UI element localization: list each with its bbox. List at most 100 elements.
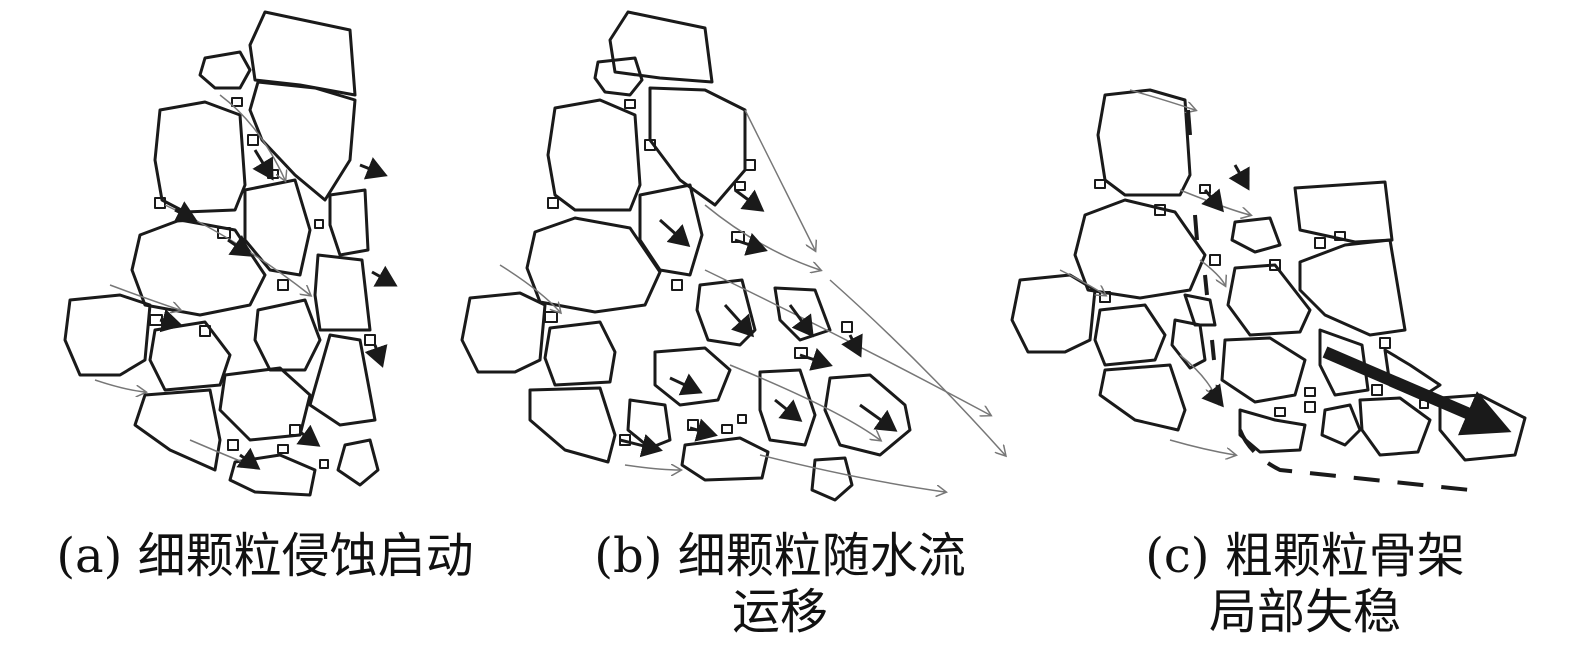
fine-particle	[277, 279, 289, 291]
fine-particle	[624, 99, 636, 109]
coarse-particle	[1096, 88, 1192, 197]
flow-line	[624, 465, 680, 470]
flow-line	[759, 454, 945, 492]
flow-line	[744, 109, 815, 250]
coarse-particle	[1073, 198, 1207, 300]
coarse-particle	[648, 86, 747, 207]
movement-arrow	[619, 433, 663, 458]
fine-particle	[737, 414, 747, 424]
coarse-particle	[695, 278, 757, 347]
flow-line	[499, 264, 560, 312]
movement-arrow	[371, 265, 398, 287]
coarse-particle	[1230, 216, 1282, 254]
coarse-particle	[1220, 336, 1307, 404]
coarse-particle	[1226, 263, 1312, 337]
caption-line: (c) 粗颗粒骨架	[1145, 528, 1465, 584]
fine-particle	[794, 347, 808, 359]
flow-line	[219, 94, 285, 180]
fine-particle	[1269, 259, 1281, 271]
coarse-particle	[1010, 273, 1097, 354]
coarse-particle	[773, 286, 832, 342]
fine-particle	[154, 197, 166, 209]
movement-arrow	[364, 344, 388, 368]
coarse-particle	[228, 453, 317, 497]
movement-arrow	[774, 398, 803, 422]
particle-diagram	[63, 10, 1527, 502]
caption-panel-b: (b) 细颗粒随水流 运移	[560, 528, 1000, 640]
movement-arrow	[236, 447, 261, 470]
coarse-particle	[608, 10, 714, 84]
panel-c-diagram	[1010, 88, 1527, 492]
movement-arrow	[159, 308, 183, 333]
fine-particle	[247, 134, 259, 146]
movement-arrow	[1228, 164, 1250, 191]
fine-particle	[721, 424, 733, 434]
movement-arrow	[1201, 383, 1224, 408]
flow-line	[1129, 89, 1195, 110]
failure-boundary	[1238, 429, 1471, 492]
movement-arrow	[788, 304, 814, 338]
fine-particle	[1094, 179, 1106, 189]
coarse-particle	[1320, 403, 1362, 447]
fine-particle	[1304, 387, 1316, 397]
flow-line	[729, 364, 880, 440]
coarse-particle	[198, 50, 252, 90]
coarse-particle	[546, 98, 642, 212]
coarse-particle	[1298, 238, 1407, 337]
fine-particle	[1304, 401, 1316, 413]
fine-particle	[289, 424, 301, 436]
fine-particle	[1334, 231, 1346, 241]
coarse-particle	[313, 253, 372, 332]
fine-particle	[364, 334, 376, 346]
coarse-particle	[63, 293, 152, 377]
coarse-particle	[680, 436, 770, 482]
caption-line: (b) 细颗粒随水流	[594, 528, 966, 584]
coarse-particle	[810, 456, 854, 502]
fine-particle	[1154, 204, 1166, 216]
coarse-particle	[1318, 328, 1370, 397]
coarse-particle	[653, 346, 732, 407]
failure-line	[1193, 214, 1199, 241]
coarse-particle	[460, 291, 547, 374]
coarse-particle	[638, 183, 704, 277]
caption-line: 局部失稳	[1208, 584, 1401, 640]
movement-arrow	[799, 347, 833, 371]
coarse-particle	[336, 438, 380, 487]
fine-particle	[1209, 254, 1221, 266]
coarse-particle	[1098, 363, 1187, 432]
coarse-particle	[133, 388, 222, 472]
coarse-particle	[1183, 293, 1217, 327]
movement-arrow	[227, 234, 253, 257]
caption-panel-c: (c) 粗颗粒骨架 局部失稳	[1110, 528, 1500, 640]
movement-arrow	[734, 232, 768, 256]
movement-arrow	[659, 218, 691, 247]
coarse-particle	[626, 398, 672, 450]
movement-arrow	[1201, 188, 1224, 213]
caption-line: (a) 细颗粒侵蚀启动	[56, 528, 474, 584]
coarse-particle	[1170, 318, 1207, 370]
bold-movement-arrow	[1322, 346, 1512, 436]
fine-particle	[277, 444, 289, 454]
flow-line	[1199, 259, 1225, 285]
movement-arrow	[723, 303, 755, 338]
failure-line	[1203, 274, 1209, 296]
failure-line	[1186, 109, 1192, 136]
fine-particle	[547, 197, 559, 209]
flow-line	[1169, 439, 1235, 455]
movement-arrow	[669, 373, 703, 396]
fine-particle	[841, 321, 853, 333]
coarse-particle	[823, 373, 912, 457]
coarse-particle	[758, 368, 817, 447]
movement-arrow	[841, 333, 863, 358]
failure-line	[1210, 339, 1216, 361]
coarse-particle	[1093, 303, 1167, 367]
panel-a-diagram	[63, 10, 398, 497]
fine-particle	[1371, 384, 1383, 396]
coarse-particle	[1238, 408, 1307, 454]
coarse-particle	[130, 218, 267, 317]
fine-particle	[231, 97, 243, 107]
coarse-particle	[153, 100, 247, 214]
flow-line	[829, 279, 1005, 455]
coarse-particle	[528, 386, 617, 464]
coarse-particle	[308, 333, 377, 427]
